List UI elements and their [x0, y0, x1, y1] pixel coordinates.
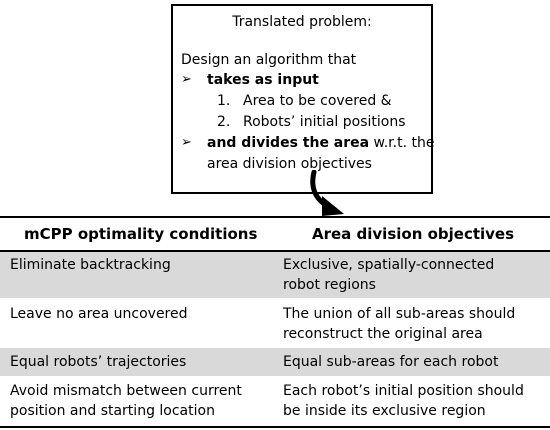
- bullet-arrow-icon: ➢: [181, 135, 192, 150]
- problem-title: Translated problem:: [232, 14, 372, 30]
- row-1-right-line2: robot regions: [283, 277, 376, 293]
- row-1-right-line1: Exclusive, spatially-connected: [283, 257, 495, 273]
- bullet-divides-line2: area division objectives: [207, 156, 372, 172]
- row-2-left: Leave no area uncovered: [10, 306, 188, 322]
- curved-arrow-icon: [310, 170, 344, 216]
- row-4-left-line1: Avoid mismatch between current: [10, 383, 242, 399]
- table-header-rule: [0, 250, 550, 252]
- bullet-arrow-icon: ➢: [181, 72, 192, 87]
- table-row-shade: [0, 252, 550, 298]
- problem-intro: Design an algorithm that: [181, 52, 357, 68]
- row-2-right-line2: reconstruct the original area: [283, 326, 483, 342]
- bullet-divides-area: and divides the area w.r.t. the: [207, 135, 434, 151]
- item-1-text: Area to be covered &: [243, 93, 392, 109]
- translated-problem-box: Translated problem: Design an algorithm …: [171, 4, 434, 194]
- table-top-rule: [0, 216, 550, 218]
- row-3-left: Equal robots’ trajectories: [10, 354, 187, 370]
- row-separator: [0, 298, 550, 300]
- row-4-right-line2: be inside its exclusive region: [283, 403, 486, 419]
- bullet-takes-input: takes as input: [207, 72, 319, 88]
- bullet-divides-rest: w.r.t. the: [369, 135, 435, 151]
- table-row-shade: [0, 348, 550, 376]
- row-2-right-line1: The union of all sub-areas should: [283, 306, 516, 322]
- row-3-right: Equal sub-areas for each robot: [283, 354, 499, 370]
- row-1-left: Eliminate backtracking: [10, 257, 171, 273]
- header-left: mCPP optimality conditions: [24, 225, 258, 243]
- row-4-left-line2: position and starting location: [10, 403, 215, 419]
- item-2-number: 2.: [217, 114, 231, 130]
- item-2-text: Robots’ initial positions: [243, 114, 406, 130]
- row-4-right-line1: Each robot’s initial position should: [283, 383, 524, 399]
- table-bottom-rule: [0, 426, 550, 428]
- item-1-number: 1.: [217, 93, 231, 109]
- header-right: Area division objectives: [312, 225, 515, 243]
- bullet-divides-bold: and divides the area: [207, 135, 370, 151]
